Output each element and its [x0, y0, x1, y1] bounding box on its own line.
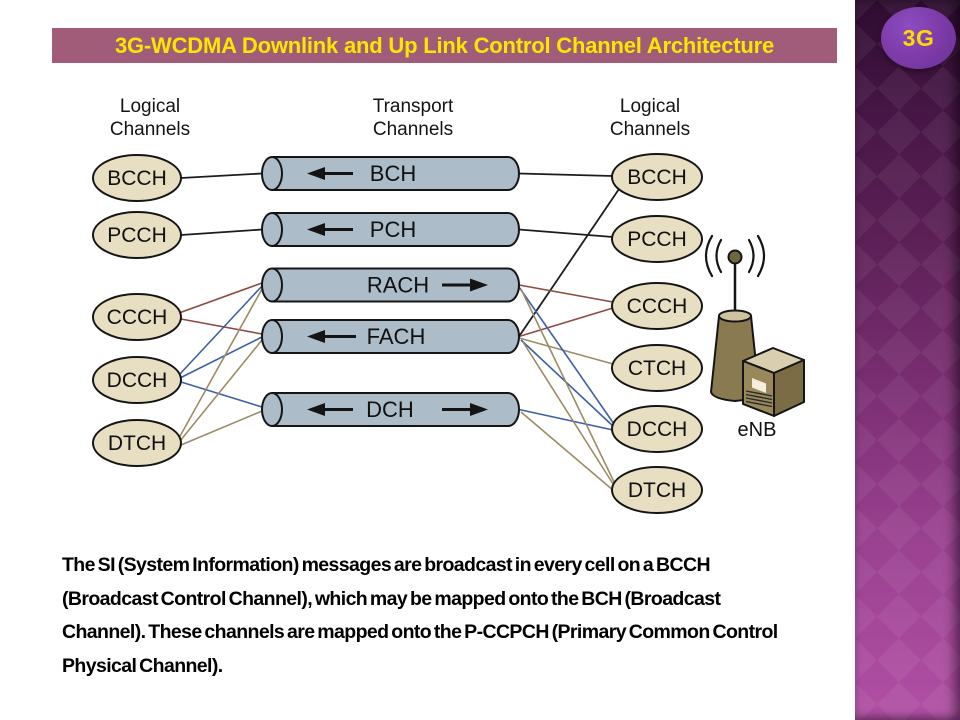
3g-badge: 3G — [881, 7, 956, 69]
channel-architecture-diagram: Logical Channels Transport Channels Logi… — [92, 96, 805, 514]
transport-rach: RACH — [261, 267, 520, 303]
slide-title: 3G-WCDMA Downlink and Up Link Control Ch… — [114, 32, 774, 58]
logical-left-dtch: DTCH — [92, 419, 182, 467]
channel-label: DTCH — [108, 432, 166, 455]
header-text: Logical — [120, 96, 180, 117]
tower-top-icon — [718, 309, 752, 323]
logical-left-dcch: DCCH — [92, 356, 182, 404]
channel-label: DCCH — [107, 369, 168, 392]
transport-fach: FACH — [261, 319, 520, 354]
transport-bch: BCH — [261, 156, 520, 191]
badge-label: 3G — [902, 24, 935, 51]
mapping-lines-right — [518, 172, 620, 492]
logical-right-dcch: DCCH — [611, 405, 703, 453]
body-text: The SI (System Information) messages are… — [62, 554, 778, 677]
mapping-lines-left — [178, 172, 263, 446]
header-text: Channels — [610, 119, 690, 140]
enb-base-station-icon: eNB — [704, 234, 805, 441]
transport-label: PCH — [370, 217, 416, 242]
channel-label: DTCH — [628, 479, 686, 502]
transport-label: RACH — [367, 273, 429, 298]
header-transport: Transport Channels — [373, 96, 454, 140]
transport-label: DCH — [366, 397, 414, 422]
transport-dch: DCH — [261, 392, 520, 427]
logical-right-bcch: BCCH — [611, 153, 703, 201]
channel-label: DCCH — [627, 418, 688, 441]
logical-right-pcch: PCCH — [611, 215, 703, 263]
channel-label: CTCH — [628, 357, 686, 380]
header-text: Logical — [620, 96, 680, 117]
transport-label: BCH — [370, 161, 416, 186]
channel-label: CCCH — [627, 295, 688, 318]
enb-label: eNB — [738, 419, 777, 441]
channel-label: BCCH — [107, 167, 167, 190]
antenna-tip-icon — [727, 249, 743, 265]
channel-label: BCCH — [627, 166, 687, 189]
logical-right-ccch: CCCH — [611, 282, 703, 330]
header-logical-left: Logical Channels — [110, 96, 190, 140]
header-text: Channels — [373, 119, 453, 140]
channel-label: PCCH — [627, 228, 687, 251]
sidebar-decoration — [855, 0, 960, 720]
cabinet-label-icon — [752, 378, 766, 393]
transport-label: FACH — [367, 324, 426, 349]
title-bar: 3G-WCDMA Downlink and Up Link Control Ch… — [52, 28, 837, 63]
logical-left-pcch: PCCH — [92, 211, 182, 259]
header-logical-right: Logical Channels — [610, 96, 690, 140]
logical-right-ctch: CTCH — [611, 344, 703, 392]
channel-label: CCCH — [107, 306, 168, 329]
logical-left-ccch: CCCH — [92, 293, 182, 341]
header-text: Channels — [110, 119, 190, 140]
channel-label: PCCH — [107, 224, 167, 247]
radio-waves-icon — [704, 234, 766, 278]
logical-right-dtch: DTCH — [611, 466, 703, 514]
transport-pch: PCH — [261, 212, 520, 247]
header-text: Transport — [373, 96, 454, 117]
logical-left-bcch: BCCH — [92, 154, 182, 202]
cabinet-vents-icon — [745, 390, 773, 408]
